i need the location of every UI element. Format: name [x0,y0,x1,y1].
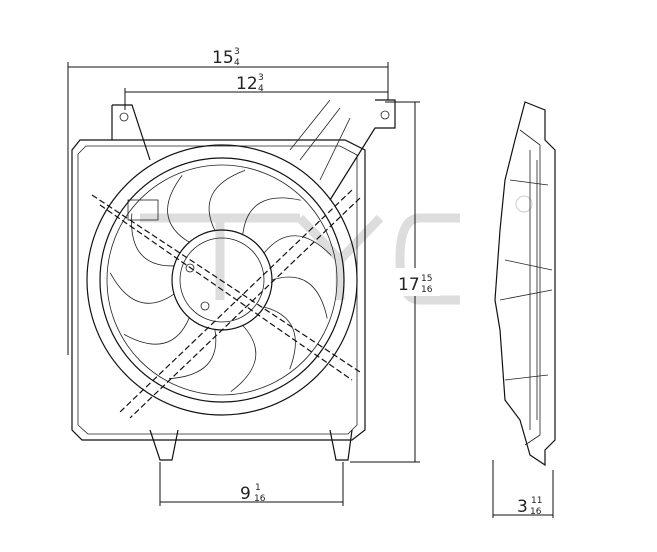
fan-blade [123,317,190,345]
fan-blade [271,276,328,319]
fan-blade [230,325,257,392]
dim-num: 3 [234,47,240,57]
fan-blade [168,329,217,380]
dim-den: 4 [258,84,264,94]
fan-blade [167,175,190,243]
dim-den: 16 [530,507,542,517]
side-view [494,101,556,467]
dim-den: 4 [234,58,240,68]
dimension-overall-height: 17 15 16 [350,101,440,463]
fan-blade [109,272,175,304]
dim-num: 15 [421,274,432,284]
tyc-watermark-logo [140,195,533,305]
fan-blade [208,170,246,231]
dim-num: 1 [255,483,261,493]
fan-blade [263,235,332,256]
dimension-overall-width: 15 3 4 [67,47,389,355]
dimension-bottom-mount-spacing: 9 1 16 [159,462,344,506]
dim-whole: 3 [517,497,528,517]
front-view [71,99,396,461]
dim-whole: 12 [236,74,258,94]
dimension-mount-width: 12 3 4 [124,73,388,110]
dim-den: 16 [421,285,433,295]
dim-whole: 17 [398,275,420,295]
fan-blade [263,306,296,370]
dim-whole: 9 [240,484,251,504]
dim-whole: 15 [212,48,234,68]
fan-blade [131,213,175,267]
dim-num: 11 [531,496,542,506]
dimension-depth: 3 11 16 [492,460,554,518]
fan-blade [242,197,301,235]
dim-den: 16 [254,494,266,504]
fan-blades [109,170,332,392]
dim-num: 3 [258,73,264,83]
